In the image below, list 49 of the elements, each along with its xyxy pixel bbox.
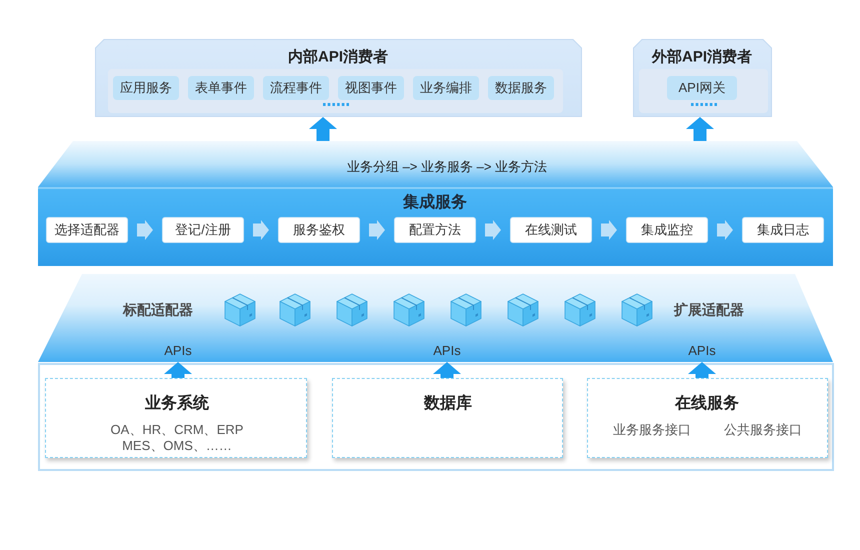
adapter-label: 扩展适配器 [674, 301, 744, 319]
panel-title: 内部API消费者 [288, 48, 388, 68]
section-title: 集成服务 [403, 193, 467, 213]
arrow [688, 362, 716, 378]
arrow [164, 362, 192, 378]
interface-label: 公共服务接口 [724, 422, 802, 438]
system-title: 在线服务 [675, 394, 739, 414]
arrow [686, 117, 714, 141]
adapter-label: 标配适配器 [123, 301, 193, 319]
edge-label: APIs [164, 343, 192, 359]
system-title: 业务系统 [145, 394, 209, 414]
arrow [253, 220, 269, 240]
adapter-band [38, 274, 833, 362]
service-chip: 业务编排 [413, 76, 479, 100]
service-chip: API网关 [667, 76, 737, 100]
step-box: 服务鉴权 [278, 217, 360, 243]
system-box [587, 378, 828, 458]
system-box [45, 378, 307, 458]
service-chip: 数据服务 [488, 76, 554, 100]
arrow [485, 220, 501, 240]
step-box: 配置方法 [394, 217, 476, 243]
arrow [137, 220, 153, 240]
arrow [309, 117, 337, 141]
service-chip: 表单事件 [188, 76, 254, 100]
step-box: 集成监控 [626, 217, 708, 243]
panel-title: 外部API消费者 [652, 48, 752, 68]
service-chip: 视图事件 [338, 76, 404, 100]
consumer-panel [95, 39, 582, 117]
step-box: 集成日志 [742, 217, 824, 243]
flow-band [38, 141, 833, 187]
arrow [717, 220, 733, 240]
step-box: 登记/注册 [162, 217, 244, 243]
arrow [433, 362, 461, 378]
arrow [369, 220, 385, 240]
edge-label: APIs [433, 343, 461, 359]
system-container [38, 363, 834, 471]
service-chip: 应用服务 [113, 76, 179, 100]
step-box: 在线测试 [510, 217, 592, 243]
system-list: OA、HR、CRM、ERP MES、OMS、…… [92, 422, 262, 454]
service-chip: 流程事件 [263, 76, 329, 100]
integration-panel [38, 187, 833, 266]
system-box [332, 378, 563, 458]
flow-text: 业务分组 –> 业务服务 –> 业务方法 [346, 158, 548, 176]
step-box: 选择适配器 [46, 217, 128, 243]
edge-label: APIs [688, 343, 716, 359]
interface-label: 业务服务接口 [613, 422, 691, 438]
arrow [601, 220, 617, 240]
consumer-panel [633, 39, 772, 117]
system-title: 数据库 [424, 394, 472, 414]
